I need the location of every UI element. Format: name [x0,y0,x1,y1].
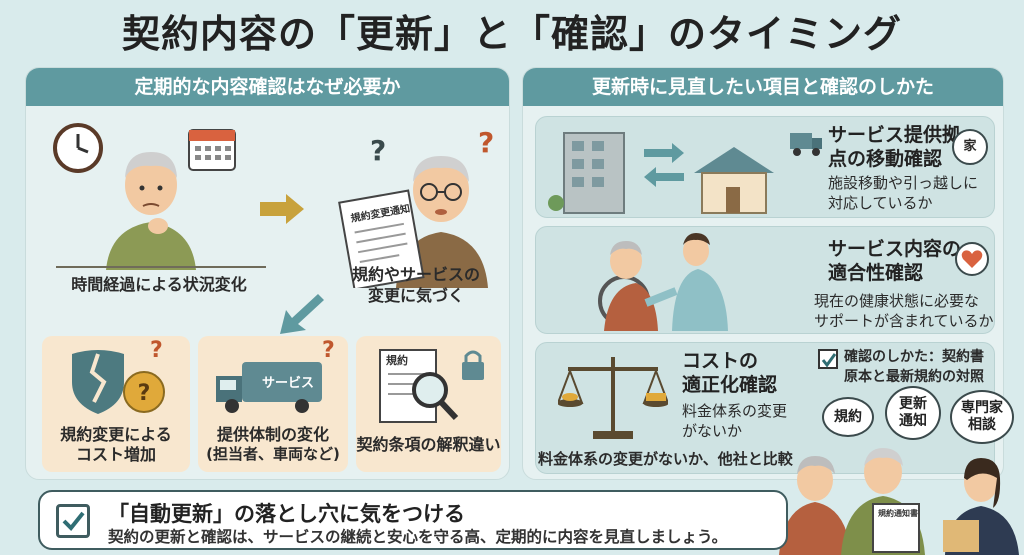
risk-card-cost-line2: コスト増加 [75,445,156,464]
calendar-icon [188,129,236,171]
scale-icon [558,357,668,439]
building-house-illustration [548,132,774,214]
check-item-cost-desc1: 料金体系の変更 [682,402,788,420]
broken-shield-icon: ? [72,350,165,414]
check-item-cost: コストの 適正化確認 料金体系の変更 がないか 料金体系の変更がないか、他社と比… [535,342,995,474]
left-panel-header: 定期的な内容確認はなぜ必要か [26,68,509,106]
caregiver-wheelchair-illustration [598,233,728,331]
check-item-location-desc1: 施設移動や引っ越しに [828,174,979,192]
question-mark: ? [322,338,335,363]
check-item-location-title2: 点の移動確認 [828,148,943,170]
risk-card-cost-line1: 規約変更による [60,425,172,444]
bubble-expert-consult: 専門家 相談 [950,390,1014,444]
arrow-down-left-icon [280,294,324,334]
risk-card-interpretation-line1: 契約条項の解釈違い [356,435,501,454]
question-mark: ? [478,126,495,159]
arrow-right-icon [260,194,304,224]
question-mark: ? [370,134,387,167]
page-title: 契約内容の「更新」と「確認」のタイミング [121,12,902,56]
check-item-cost-title2: 適正化確認 [682,374,778,396]
checkbox-icon [818,349,838,369]
truck-icon [790,133,822,156]
check-item-fit-desc2: サポートが含まれているか [814,312,994,330]
people-consulting-illustration [779,448,1019,555]
step2-label-line2: 変更に気づく [367,286,464,305]
risk-card-interpretation: 規約 契約条項の解釈違い [356,336,501,472]
thinking-elder-illustration [106,152,196,270]
check-item-cost-footer: 料金体系の変更がないか、他社と比較 [538,450,793,468]
check-method-line2: 原本と最新規約の対照 [844,369,984,385]
bubble-renewal-notice: 更新 通知 [885,386,941,440]
auto-renewal-warning: 「自動更新」の落とし穴に気をつける 契約の更新と確認は、サービスの継続と安心を守… [38,490,788,550]
truck-icon [216,362,322,413]
risk-card-cost: ? ? 規約変更による コスト増加 [42,336,190,472]
check-item-fit-desc1: 現在の健康状態に必要な [814,292,980,310]
bubble-terms: 規約 [822,397,874,437]
heart-icon [955,242,989,276]
checkbox-icon [56,504,90,538]
warning-desc: 契約の更新と確認は、サービスの継続と安心を守る高、定期的に内容を見直しましょう。 [108,528,728,546]
warning-title: 「自動更新」の落とし穴に気をつける [108,502,465,526]
people-doc-label: 規約通知書 [878,509,918,518]
check-item-fit: サービス内容の 適合性確認 現在の健康状態に必要な サポートが含まれているか [535,226,995,334]
risk-card-service-line1: 提供体制の変化 [216,425,329,444]
check-item-cost-title1: コストの [682,350,759,372]
home-icon: 家 [952,129,988,165]
truck-label: サービス [261,376,314,391]
step1-label: 時間経過による状況変化 [71,275,247,294]
risk-card-service-change: サービス ? 提供体制の変化 (担当者、車両など) [198,336,348,472]
document-magnifier-icon [379,349,484,423]
check-item-location-desc2: 対応しているか [828,194,933,212]
check-item-cost-desc2: がないか [682,422,743,440]
check-item-location: サービス提供拠 点の移動確認 家 施設移動や引っ越しに 対応しているか [535,116,995,218]
check-item-location-title1: サービス提供拠 [828,124,962,146]
check-item-fit-title1: サービス内容の [828,238,962,260]
svg-text:?: ? [138,381,151,406]
doc-label: 規約 [386,354,408,367]
risk-card-service-line2: (担当者、車両など) [206,445,340,463]
question-mark: ? [150,338,163,363]
clock-icon [53,123,103,173]
check-item-fit-title2: 適合性確認 [828,262,924,284]
right-panel-header: 更新時に見直したい項目と確認のしかた [523,68,1003,106]
elder-reading-notice-illustration [338,156,488,288]
divider [56,266,266,268]
left-panel: 定期的な内容確認はなぜ必要か 時間経過による状況変化 [25,67,510,480]
step2-label-line1: 規約やサービスの [351,265,480,284]
check-method-line1: 確認のしかた：契約書 [844,349,984,365]
